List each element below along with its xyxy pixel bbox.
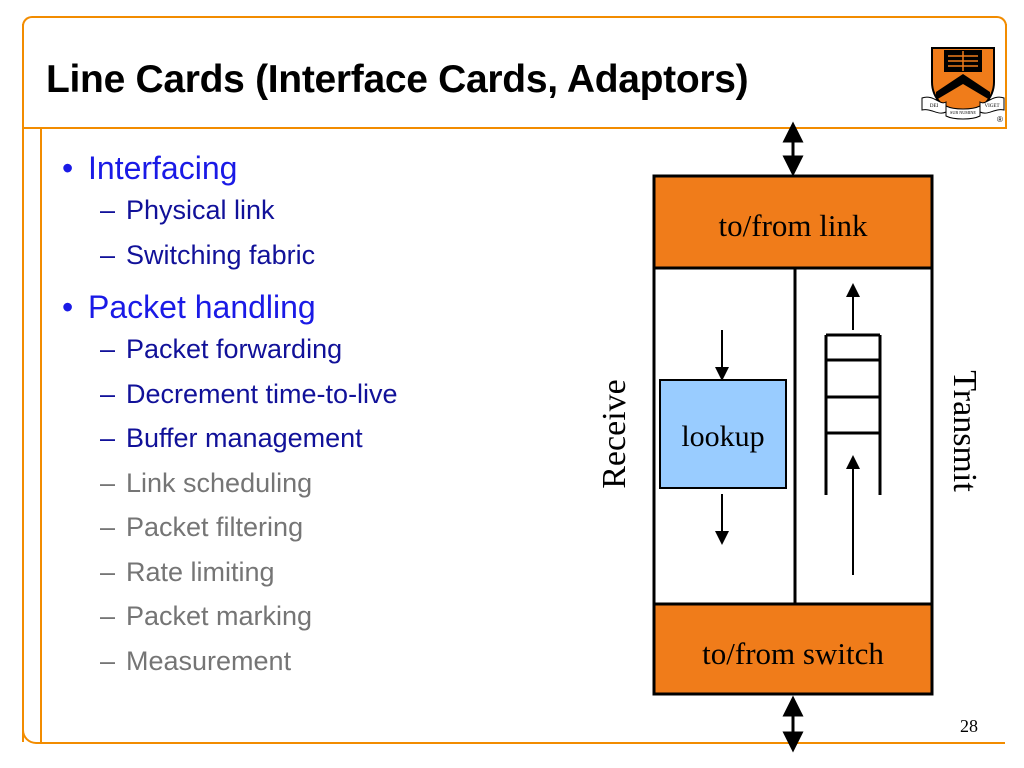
princeton-shield-logo: DEI SUB NUMINE VIGET ® xyxy=(921,47,1005,124)
frame-top-border xyxy=(22,16,1007,26)
sub-bullet-label: Packet filtering xyxy=(126,512,304,542)
bullet-list: •Interfacing –Physical link –Switching f… xyxy=(62,148,582,683)
registered-mark: ® xyxy=(997,115,1003,124)
sub-bullet-measurement: –Measurement xyxy=(100,639,582,684)
lookup-box xyxy=(659,379,787,489)
sub-bullet-label: Physical link xyxy=(126,195,275,225)
link-box xyxy=(652,174,934,270)
transmit-label: Transmit xyxy=(946,370,983,492)
sub-bullet-dash: – xyxy=(100,239,116,270)
sub-bullet-label: Buffer management xyxy=(126,423,363,453)
frame-right-border xyxy=(1005,24,1007,128)
sub-bullet-dash: – xyxy=(100,195,116,225)
lookup-label: lookup xyxy=(681,420,764,453)
sub-bullet-label: Packet marking xyxy=(126,601,313,631)
bullet-packet-handling: • Packet handling xyxy=(62,287,582,327)
sub-bullet-dash: – xyxy=(100,378,116,409)
sub-bullet-dash: – xyxy=(100,334,116,364)
sub-bullet-packet-filtering: –Packet filtering xyxy=(100,505,582,550)
frame-left-border xyxy=(22,24,24,742)
receive-label: Receive xyxy=(596,379,633,489)
sub-bullet-decrement-ttl: –Decrement time-to-live xyxy=(100,372,582,417)
bullet-dot: • xyxy=(62,150,74,186)
sub-bullet-dash: – xyxy=(100,423,116,453)
crest-motto-middle: SUB NUMINE xyxy=(950,110,976,115)
bullet-label: Packet handling xyxy=(88,289,316,325)
sub-bullet-packet-forwarding: –Packet forwarding xyxy=(100,327,582,372)
crest-motto-left: DEI xyxy=(930,104,939,109)
bullet-label: Interfacing xyxy=(88,150,238,186)
sub-bullet-physical-link: –Physical link xyxy=(100,188,582,233)
bullet-interfacing: • Interfacing xyxy=(62,148,582,188)
content-left-bar xyxy=(40,129,42,742)
switch-box xyxy=(652,602,934,696)
sub-bullet-rate-limiting: –Rate limiting xyxy=(100,550,582,595)
sub-bullet-dash: – xyxy=(100,512,116,542)
sub-bullet-label: Switching fabric xyxy=(126,239,316,270)
crest-motto-right: VIGET xyxy=(985,104,1000,109)
sub-bullet-label: Decrement time-to-live xyxy=(126,378,398,409)
sub-bullet-label: Link scheduling xyxy=(126,467,313,498)
sub-bullet-label: Measurement xyxy=(126,645,292,676)
frame-bottom-corner xyxy=(22,730,40,744)
slide-title: Line Cards (Interface Cards, Adaptors) xyxy=(46,58,749,101)
sub-bullet-label: Rate limiting xyxy=(126,556,275,587)
sub-bullet-link-scheduling: –Link scheduling xyxy=(100,461,582,506)
title-divider xyxy=(22,127,1007,129)
bullet-dot: • xyxy=(62,289,74,325)
sub-bullet-dash: – xyxy=(100,645,116,676)
sub-bullet-packet-marking: –Packet marking xyxy=(100,594,582,639)
sub-bullet-dash: – xyxy=(100,467,116,498)
sub-bullet-dash: – xyxy=(100,556,116,587)
page-number: 28 xyxy=(960,716,978,736)
sub-bullet-buffer-management: –Buffer management xyxy=(100,416,582,461)
switch-box-label: to/from switch xyxy=(702,636,884,671)
sub-bullet-dash: – xyxy=(100,601,116,631)
link-box-label: to/from link xyxy=(719,208,868,243)
sub-bullet-switching-fabric: –Switching fabric xyxy=(100,233,582,278)
frame-bottom-border xyxy=(38,742,1005,744)
line-card-diagram: to/from link to/from switch lookup Recei… xyxy=(596,121,983,753)
sub-bullet-label: Packet forwarding xyxy=(126,334,343,364)
